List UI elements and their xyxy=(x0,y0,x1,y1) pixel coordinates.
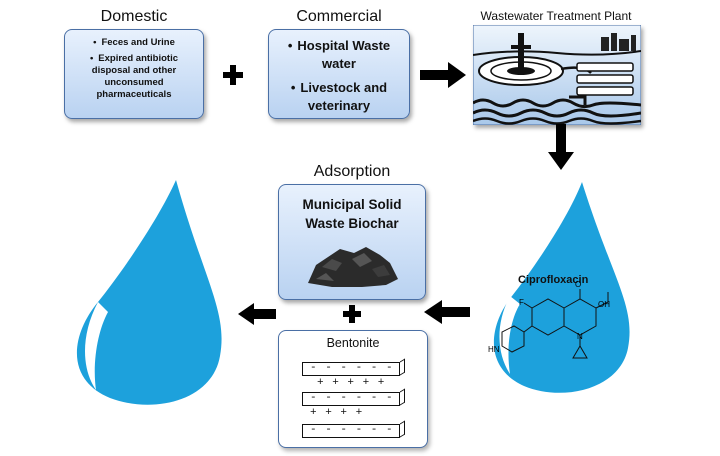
interlayer-cations: + + + + xyxy=(310,407,364,419)
layer-charge: - - - - - - xyxy=(310,424,394,436)
domestic-box: Feces and Urine Expired antibiotic dispo… xyxy=(64,29,204,119)
bentonite-title: Bentonite xyxy=(326,336,380,350)
plus-icon xyxy=(343,305,361,323)
clay-layer xyxy=(302,362,400,376)
clay-layer-side xyxy=(400,420,405,438)
adsorption-heading: Adsorption xyxy=(313,163,391,180)
atom-f: F xyxy=(519,298,524,307)
clay-layer xyxy=(302,424,400,438)
domestic-item: Expired antibiotic disposal and other un… xyxy=(71,53,197,101)
commercial-item: Livestock and veterinary xyxy=(275,79,403,115)
commercial-item: Hospital Waste water xyxy=(275,37,403,73)
ciprofloxacin-label: Ciprofloxacin xyxy=(518,274,589,286)
layer-charge: - - - - - - xyxy=(310,392,394,404)
left-arrow-icon xyxy=(238,303,276,325)
clay-layer-side xyxy=(400,388,405,406)
plus-icon xyxy=(223,65,243,85)
ciprofloxacin-structure xyxy=(501,289,609,359)
atom-oh: OH xyxy=(598,300,610,309)
commercial-box: Hospital Waste water Livestock and veter… xyxy=(268,29,410,119)
atom-n-ring: N xyxy=(577,332,583,341)
plant-heading: Wastewater Treatment Plant xyxy=(480,9,632,23)
left-arrow-icon xyxy=(424,300,470,324)
contaminated-water-drop xyxy=(493,182,630,393)
atom-hn: HN xyxy=(488,345,500,354)
right-arrow-icon xyxy=(420,62,466,88)
clay-layer-side xyxy=(400,358,405,376)
interlayer-cations: + + + + + xyxy=(317,377,386,389)
commercial-heading: Commercial xyxy=(296,8,382,25)
clay-layer xyxy=(302,392,400,406)
biochar-image xyxy=(308,247,398,287)
domestic-item: Feces and Urine xyxy=(71,37,197,49)
down-arrow-icon xyxy=(548,124,574,170)
treatment-plant-illustration xyxy=(473,25,641,125)
atom-o-ketone: O xyxy=(575,280,582,289)
clean-water-drop xyxy=(76,180,222,405)
domestic-heading: Domestic xyxy=(100,8,168,25)
layer-charge: - - - - - - xyxy=(310,362,394,374)
biochar-title: Municipal Solid Waste Biochar xyxy=(302,197,402,231)
biochar-box: Municipal Solid Waste Biochar xyxy=(278,184,426,300)
